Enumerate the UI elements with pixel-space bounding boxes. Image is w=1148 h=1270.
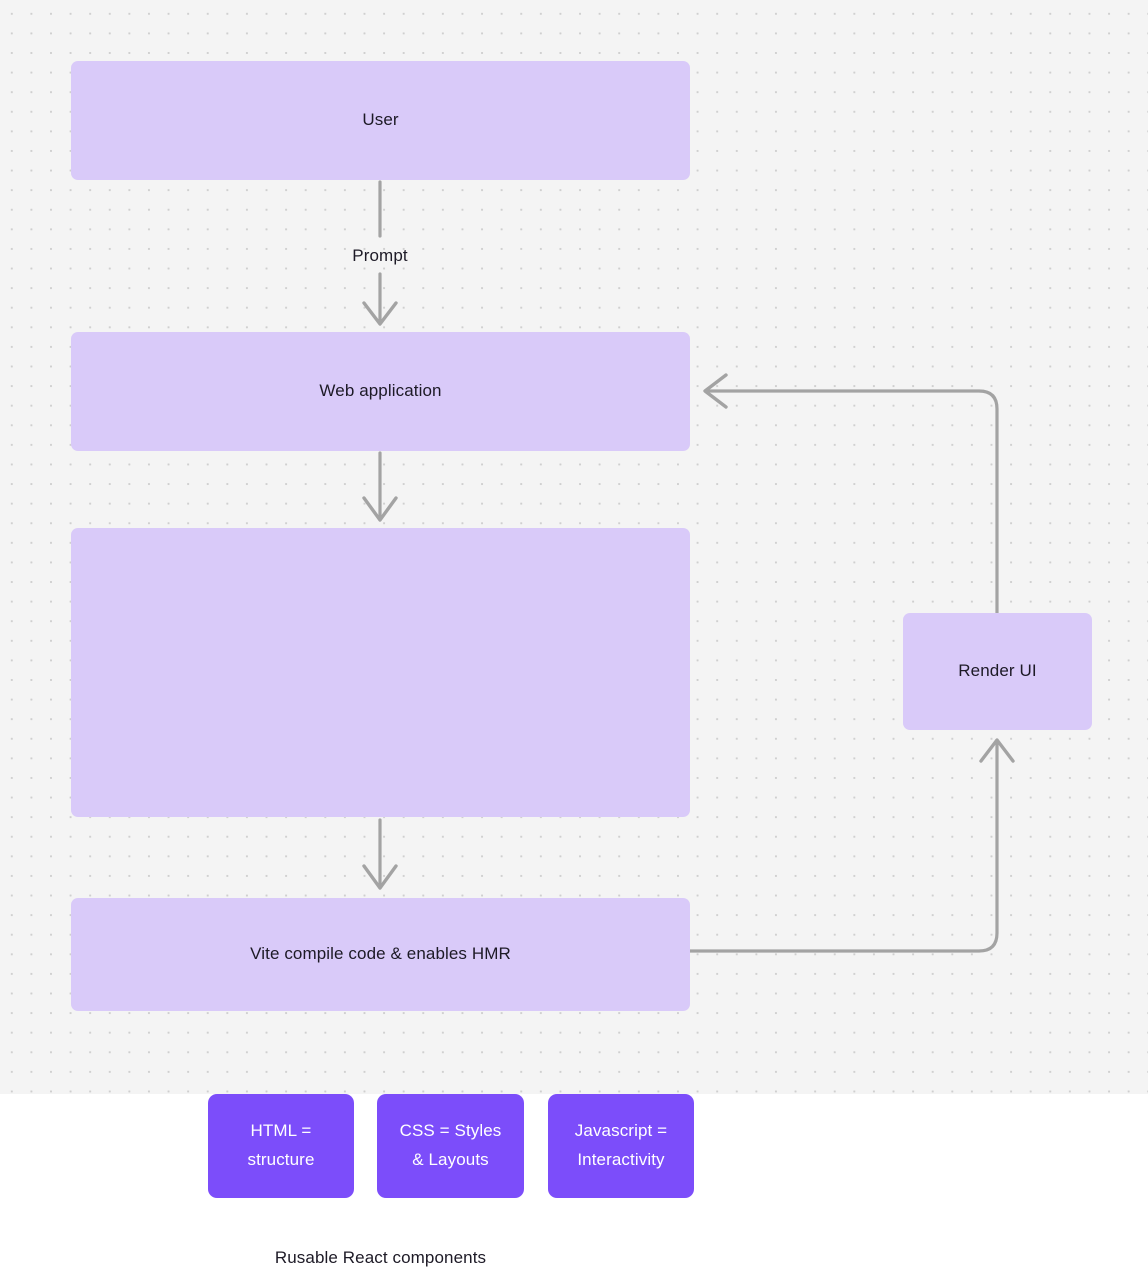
- node-render-ui-label: Render UI: [958, 661, 1037, 681]
- node-render-ui[interactable]: Render UI: [903, 613, 1092, 730]
- subnode-javascript[interactable]: Javascript = Interactivity: [548, 1094, 694, 1198]
- subnode-html-line1: HTML =: [250, 1121, 312, 1141]
- arrowhead-up-icon: [979, 738, 1015, 763]
- node-user[interactable]: User: [71, 61, 690, 180]
- node-vite-compile[interactable]: Vite compile code & enables HMR: [71, 898, 690, 1011]
- arrowhead-down-icon: [362, 864, 398, 890]
- node-react-components-caption: Rusable React components: [274, 1248, 487, 1267]
- arrowhead-left-icon: [703, 373, 728, 409]
- subnode-css[interactable]: CSS = Styles & Layouts: [377, 1094, 524, 1198]
- edge-render-to-webapp: [703, 373, 999, 615]
- node-web-application[interactable]: Web application: [71, 332, 690, 451]
- subnode-javascript-line2: Interactivity: [577, 1150, 665, 1169]
- node-web-application-label: Web application: [319, 381, 442, 401]
- edge-label-prompt: Prompt: [352, 246, 408, 265]
- subnode-css-line1: CSS = Styles: [399, 1121, 502, 1141]
- edge-components-to-vite: [362, 818, 398, 890]
- subnode-css-line2: & Layouts: [412, 1150, 489, 1169]
- subnode-html-line2: structure: [247, 1150, 315, 1169]
- arrowhead-down-icon: [362, 496, 398, 522]
- arrowhead-down-icon: [362, 301, 398, 326]
- subnode-html-text: HTML = structure: [247, 1117, 314, 1175]
- subnode-html[interactable]: HTML = structure: [208, 1094, 354, 1198]
- node-user-label: User: [362, 110, 399, 130]
- node-vite-compile-label: Vite compile code & enables HMR: [250, 944, 511, 964]
- subnode-javascript-line1: Javascript =: [574, 1121, 668, 1141]
- node-react-components-group[interactable]: HTML = structure CSS = Styles & Layouts …: [71, 528, 694, 1267]
- edge-webapp-to-components: [362, 451, 398, 522]
- subnode-javascript-text: Javascript = Interactivity: [575, 1117, 667, 1175]
- edge-vite-to-render: [688, 738, 1015, 953]
- subnode-css-text: CSS = Styles & Layouts: [400, 1117, 502, 1175]
